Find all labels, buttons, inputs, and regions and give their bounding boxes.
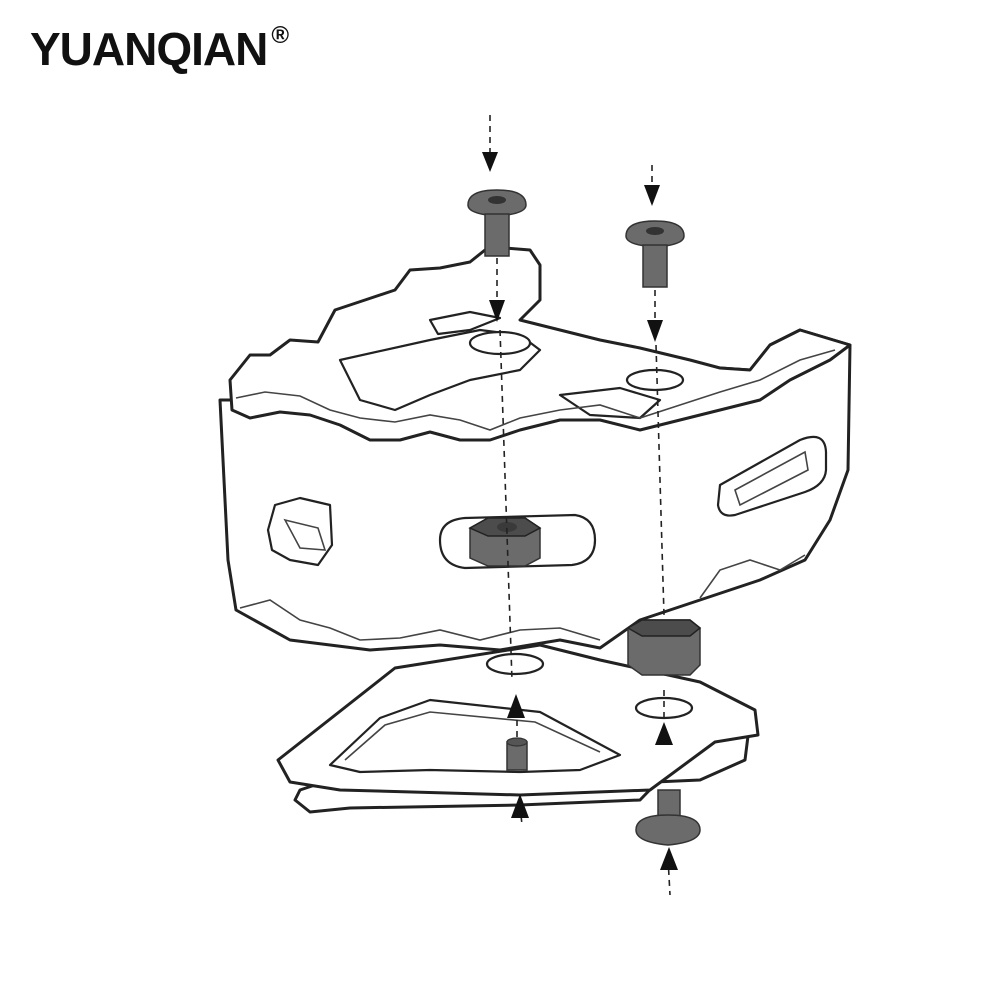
arrow-up-icon xyxy=(655,722,673,745)
base-plate xyxy=(276,643,760,814)
arrow-down-icon xyxy=(647,320,663,342)
arrow-up-icon xyxy=(507,694,525,718)
arrow-down-icon xyxy=(644,185,660,206)
arrow-down-icon xyxy=(489,300,505,322)
bracket-body xyxy=(218,246,852,652)
brand-logo: YUANQIAN® xyxy=(30,22,289,76)
locating-pin xyxy=(506,737,528,771)
registered-mark: ® xyxy=(271,22,289,49)
arrow-up-icon xyxy=(511,794,529,818)
bolt-top-right xyxy=(625,220,685,288)
hex-nut xyxy=(468,517,542,567)
arrow-down-icon xyxy=(482,152,498,172)
bolt-bottom xyxy=(635,789,701,846)
bolt-top-left xyxy=(467,189,527,257)
brand-name: YUANQIAN xyxy=(30,23,268,75)
standoff xyxy=(626,619,702,676)
arrow-up-icon xyxy=(660,847,678,870)
